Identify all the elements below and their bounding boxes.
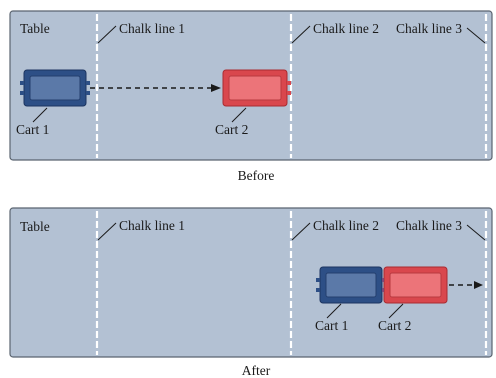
- after-chalk-3-label: Chalk line 3: [396, 218, 462, 233]
- after-cart-2-label: Cart 2: [378, 318, 411, 333]
- after-caption: After: [242, 363, 271, 378]
- before-cart-2-leader: [231, 107, 247, 123]
- before-chalk-1-leader: [97, 25, 117, 44]
- before-cart-1-label: Cart 1: [16, 122, 49, 137]
- before-chalk-2-label: Chalk line 2: [313, 21, 379, 36]
- before-chalk-2-leader: [291, 25, 311, 44]
- before-table-label: Table: [20, 21, 50, 36]
- before-chalk-1-label: Chalk line 1: [119, 21, 185, 36]
- after-cart-2: [382, 266, 448, 304]
- before-cart-1-leader: [32, 107, 48, 123]
- after-cart-2-leader: [388, 303, 404, 319]
- after-arrowhead-icon: [474, 281, 483, 289]
- before-panel: Table Chalk line 1 Chalk line 2 Chalk li…: [9, 10, 493, 183]
- after-chalk-2-label: Chalk line 2: [313, 218, 379, 233]
- after-table-label: Table: [20, 219, 50, 234]
- after-panel: Table Chalk line 1 Chalk line 2 Chalk li…: [9, 207, 493, 378]
- before-caption: Before: [238, 168, 275, 183]
- before-chalk-3-leader: [466, 27, 486, 44]
- after-chalk-1-leader: [97, 222, 117, 241]
- after-cart-1-label: Cart 1: [315, 318, 348, 333]
- before-cart-2-label: Cart 2: [215, 122, 248, 137]
- after-table: [9, 207, 493, 358]
- before-arrowhead-icon: [211, 84, 221, 92]
- after-cart-1: [316, 266, 383, 304]
- after-cart-1-leader: [326, 303, 342, 319]
- after-chalk-1-label: Chalk line 1: [119, 218, 185, 233]
- after-chalk-2-leader: [291, 222, 311, 241]
- before-cart-2: [222, 69, 291, 107]
- before-cart-1: [20, 69, 90, 107]
- before-chalk-3-label: Chalk line 3: [396, 21, 462, 36]
- after-chalk-3-leader: [466, 224, 486, 241]
